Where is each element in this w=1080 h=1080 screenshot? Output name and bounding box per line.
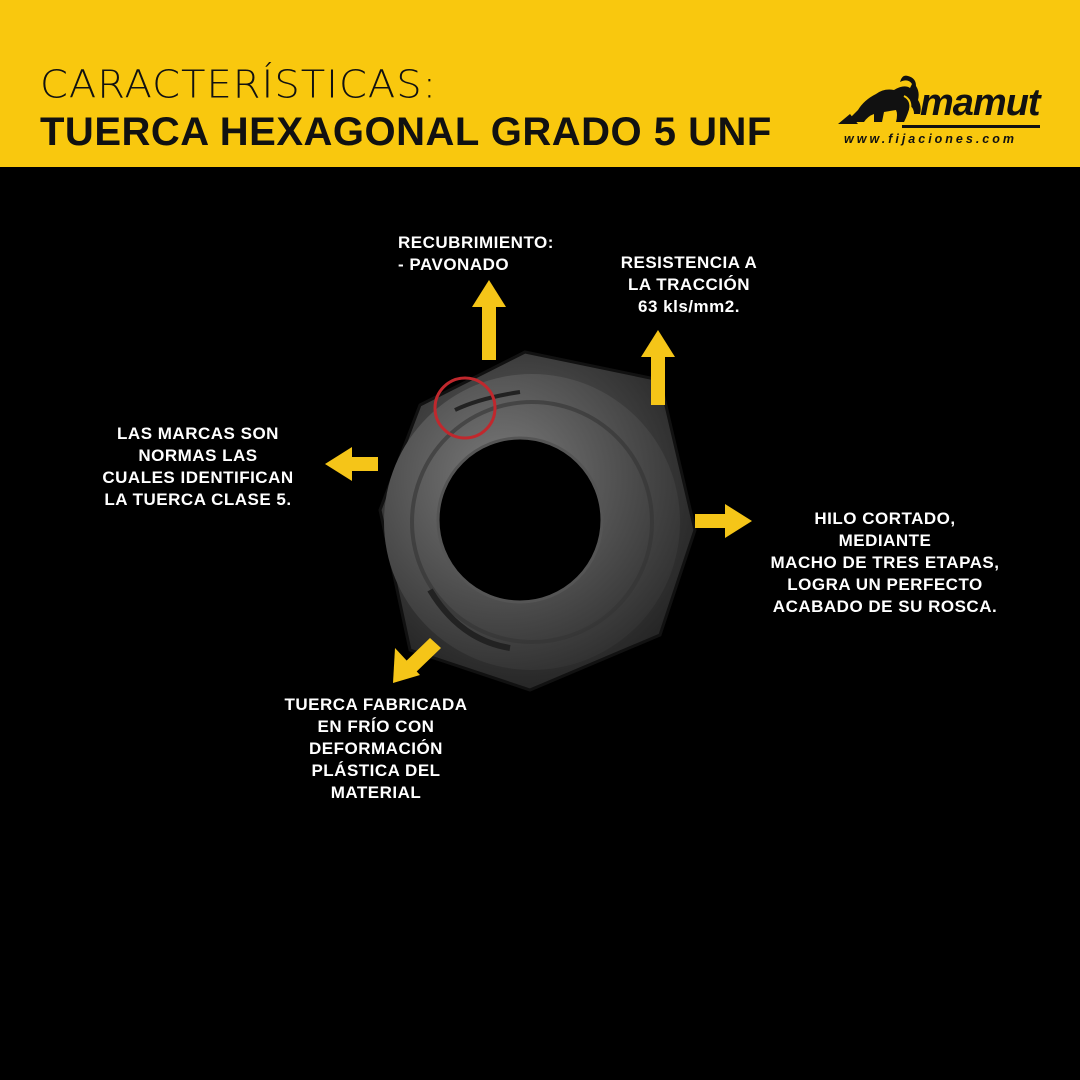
callout-coating-line-2: - PAVONADO bbox=[398, 255, 510, 274]
callout-thread-line-3: MACHO DE TRES ETAPAS, bbox=[770, 553, 1000, 572]
callout-tensile-line-1: RESISTENCIA A bbox=[620, 253, 758, 272]
callout-marks-line-1: LAS MARCAS SON bbox=[117, 424, 279, 443]
callout-cold: TUERCA FABRICADA EN FRÍO CON DEFORMACIÓN… bbox=[266, 694, 486, 804]
page-title-bold: TUERCA HEXAGONAL GRADO 5 UNF bbox=[40, 110, 772, 154]
callout-cold-line-2: EN FRÍO CON bbox=[317, 717, 435, 736]
logo-underline bbox=[902, 125, 1040, 128]
header-banner: CARACTERÍSTICAS: TUERCA HEXAGONAL GRADO … bbox=[0, 0, 1080, 167]
callout-cold-line-4: PLÁSTICA DEL bbox=[311, 761, 441, 780]
callout-thread-line-2: MEDIANTE bbox=[838, 531, 932, 550]
callout-thread-line-1: HILO CORTADO, bbox=[814, 509, 956, 528]
callout-cold-line-1: TUERCA FABRICADA bbox=[284, 695, 468, 714]
callout-cold-line-5: MATERIAL bbox=[330, 783, 422, 802]
logo-url: www.fijaciones.com bbox=[844, 132, 1018, 146]
hex-nut-image bbox=[378, 350, 697, 692]
callout-thread: HILO CORTADO, MEDIANTE MACHO DE TRES ETA… bbox=[750, 508, 1020, 618]
callout-marks-line-3: CUALES IDENTIFICAN bbox=[102, 468, 294, 487]
callout-marks-line-4: LA TUERCA CLASE 5. bbox=[104, 490, 292, 509]
callout-coating: RECUBRIMIENTO: - PAVONADO bbox=[398, 232, 554, 276]
callout-thread-line-4: LOGRA UN PERFECTO bbox=[787, 575, 983, 594]
callout-cold-line-3: DEFORMACIÓN bbox=[309, 739, 443, 758]
marks-highlight-circle bbox=[433, 376, 497, 440]
callout-thread-line-5: ACABADO DE SU ROSCA. bbox=[772, 597, 998, 616]
brand-logo: mamut www.fijaciones.com bbox=[838, 70, 1043, 155]
callout-marks-line-2: NORMAS LAS bbox=[138, 446, 258, 465]
callout-tensile-line-3: 63 kls/mm2. bbox=[638, 297, 740, 316]
page-title-light: CARACTERÍSTICAS: bbox=[40, 63, 438, 107]
callout-tensile-line-2: LA TRACCIÓN bbox=[628, 275, 750, 294]
mammoth-logo-icon bbox=[838, 75, 921, 124]
logo-wordmark: mamut bbox=[920, 82, 1041, 124]
callout-coating-line-1: RECUBRIMIENTO: bbox=[398, 233, 554, 252]
callout-marks: LAS MARCAS SON NORMAS LAS CUALES IDENTIF… bbox=[88, 423, 308, 511]
callout-tensile: RESISTENCIA A LA TRACCIÓN 63 kls/mm2. bbox=[604, 252, 774, 318]
